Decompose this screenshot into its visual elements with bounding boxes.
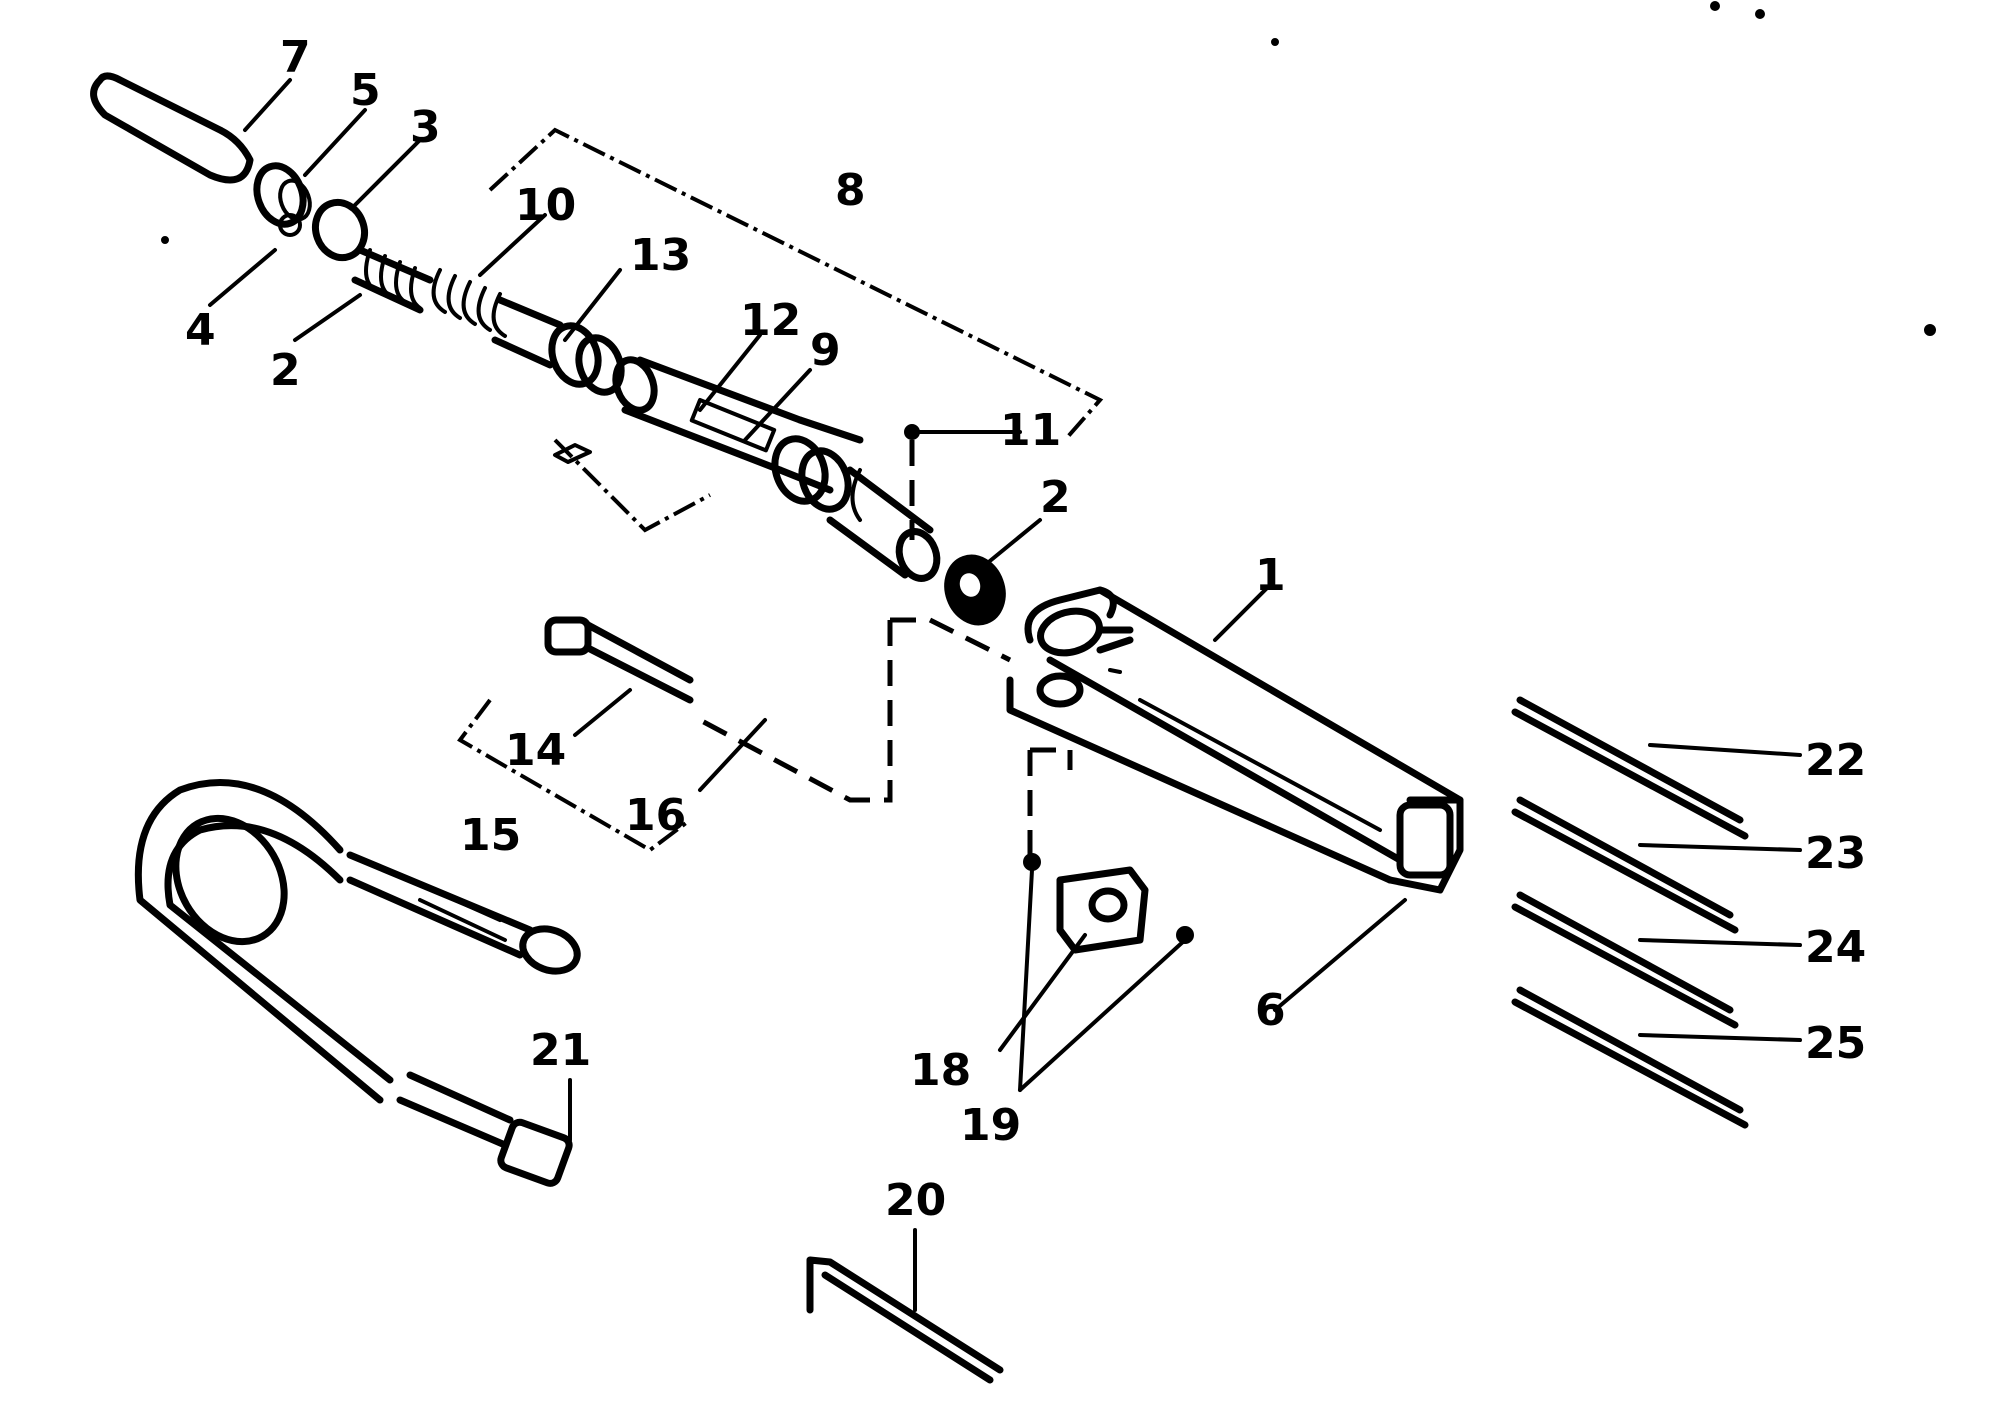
part-1-body-tube bbox=[1006, 586, 1464, 894]
callout-11: 11 bbox=[1000, 405, 1061, 456]
part-25-blade bbox=[1511, 986, 1749, 1129]
part-3-cap bbox=[311, 198, 369, 262]
callout-20: 20 bbox=[885, 1175, 946, 1226]
callout-labels: 7 5 3 4 2 10 8 13 12 9 11 2 1 6 14 16 15… bbox=[185, 32, 1866, 1226]
callout-3: 3 bbox=[410, 102, 441, 153]
callout-15: 15 bbox=[460, 810, 521, 861]
callout-2-lower: 2 bbox=[1040, 472, 1071, 523]
part-9-pin bbox=[553, 443, 592, 464]
callout-12: 12 bbox=[740, 295, 801, 346]
specks bbox=[161, 1, 1936, 336]
callout-2-upper: 2 bbox=[270, 345, 301, 396]
callout-21: 21 bbox=[530, 1025, 591, 1076]
part-22-blade bbox=[1511, 696, 1749, 840]
part-24-blade bbox=[1511, 891, 1739, 1029]
callout-24: 24 bbox=[1805, 922, 1866, 973]
part-20-pin bbox=[806, 1256, 1004, 1384]
part-2-nut-lower bbox=[944, 554, 1006, 626]
part-21-cable-assembly bbox=[134, 779, 581, 1187]
callout-13: 13 bbox=[630, 230, 691, 281]
part-18-block bbox=[1056, 866, 1149, 954]
part-4-washer bbox=[278, 213, 302, 237]
callout-18: 18 bbox=[910, 1045, 971, 1096]
callout-1: 1 bbox=[1255, 550, 1286, 601]
callout-7: 7 bbox=[280, 32, 311, 83]
leader-lines bbox=[208, 78, 1802, 1312]
callout-6: 6 bbox=[1255, 985, 1286, 1036]
callout-16: 16 bbox=[625, 790, 686, 841]
callout-23: 23 bbox=[1805, 828, 1866, 879]
callout-8: 8 bbox=[835, 165, 866, 216]
part-2-spring-upper bbox=[351, 246, 434, 314]
callout-4: 4 bbox=[185, 305, 216, 356]
callout-14: 14 bbox=[505, 725, 566, 776]
callout-9: 9 bbox=[810, 325, 841, 376]
part-7-loop-handle bbox=[90, 72, 254, 184]
part-10-spring bbox=[431, 268, 507, 338]
part-5-ring bbox=[253, 162, 312, 228]
callout-5: 5 bbox=[350, 65, 381, 116]
part-8-shaft bbox=[491, 296, 941, 582]
callout-19: 19 bbox=[960, 1100, 1021, 1151]
callout-25: 25 bbox=[1805, 1018, 1866, 1069]
callout-22: 22 bbox=[1805, 735, 1866, 786]
assembly-lines bbox=[457, 127, 1104, 860]
part-14-bolt bbox=[544, 616, 694, 704]
callout-10: 10 bbox=[515, 180, 576, 231]
part-19-pins bbox=[1023, 853, 1194, 944]
part-23-blade bbox=[1511, 796, 1739, 934]
